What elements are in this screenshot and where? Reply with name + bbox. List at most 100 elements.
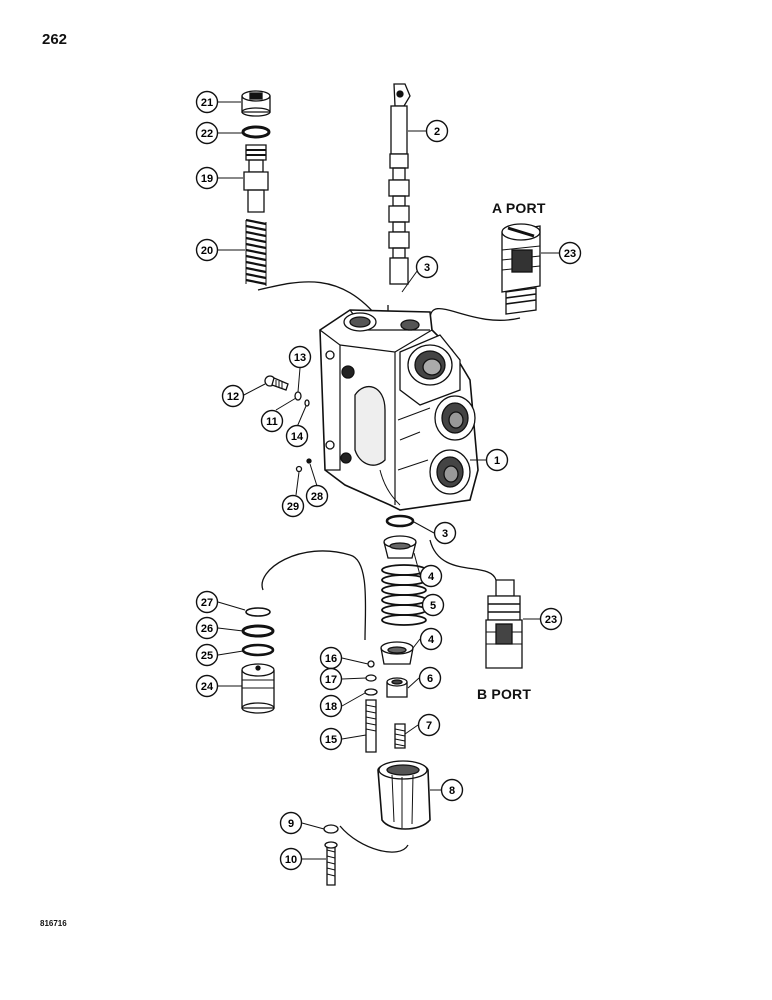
callout-circle bbox=[285, 424, 309, 448]
callout-circle bbox=[421, 593, 445, 617]
callout-17: 17 bbox=[319, 667, 343, 691]
callout-number: 12 bbox=[227, 391, 239, 403]
b-port-relief-valve bbox=[485, 579, 523, 669]
callout-number: 14 bbox=[291, 431, 304, 443]
ball-part bbox=[295, 465, 303, 473]
callout-19: 19 bbox=[195, 166, 219, 190]
callout-circle bbox=[433, 521, 457, 545]
callout-number: 4 bbox=[428, 571, 435, 583]
callout-circle bbox=[279, 811, 303, 835]
o-ring-small-part bbox=[367, 660, 375, 668]
callout-group: 2122192023231312111412928342352726252441… bbox=[195, 90, 582, 871]
callout-circle bbox=[221, 384, 245, 408]
callout-circle bbox=[195, 590, 219, 614]
relief-plug-part bbox=[241, 90, 271, 117]
callout-27: 27 bbox=[195, 590, 219, 614]
callout-circle bbox=[319, 694, 343, 718]
detent-parts bbox=[264, 375, 310, 407]
callout-number: 29 bbox=[287, 501, 299, 513]
callout-number: 23 bbox=[564, 248, 576, 260]
callout-2: 2 bbox=[425, 119, 449, 143]
leader-curve bbox=[339, 825, 409, 853]
callout-5: 5 bbox=[421, 593, 445, 617]
screw-part bbox=[394, 723, 406, 749]
o-ring-part bbox=[385, 514, 415, 528]
ball-part bbox=[306, 458, 312, 464]
callout-25: 25 bbox=[195, 643, 219, 667]
callout-circle bbox=[558, 241, 582, 265]
callout-12: 12 bbox=[221, 384, 245, 408]
callout-circle bbox=[195, 238, 219, 262]
spring-seat-part bbox=[383, 535, 417, 559]
callout-number: 22 bbox=[201, 128, 213, 140]
callout-28: 28 bbox=[305, 484, 329, 508]
o-ring-part bbox=[245, 607, 271, 617]
callout-number: 5 bbox=[430, 600, 436, 612]
a-port-relief-valve bbox=[501, 223, 541, 315]
callout-circle bbox=[485, 448, 509, 472]
callout-7: 7 bbox=[417, 713, 441, 737]
b-port-label: B PORT bbox=[477, 686, 532, 702]
callout-13: 13 bbox=[288, 345, 312, 369]
callout-8: 8 bbox=[440, 778, 464, 802]
a-port-label: A PORT bbox=[492, 200, 546, 216]
callout-number: 28 bbox=[311, 491, 323, 503]
leader-curve bbox=[429, 539, 497, 581]
callout-circle bbox=[419, 564, 443, 588]
callout-circle bbox=[305, 484, 329, 508]
callout-circle bbox=[440, 778, 464, 802]
spacer-part bbox=[386, 677, 408, 698]
callout-circle bbox=[415, 255, 439, 279]
callout-29: 29 bbox=[281, 494, 305, 518]
callout-circle bbox=[425, 119, 449, 143]
callout-6: 6 bbox=[418, 666, 442, 690]
callout-3: 3 bbox=[415, 255, 439, 279]
callout-number: 2 bbox=[434, 126, 440, 138]
leader-curve bbox=[261, 550, 367, 641]
spring-part bbox=[245, 218, 267, 286]
callout-16: 16 bbox=[319, 646, 343, 670]
callout-circle bbox=[539, 607, 563, 631]
callout-circle bbox=[319, 667, 343, 691]
callout-number: 16 bbox=[325, 653, 337, 665]
cap-part bbox=[377, 760, 431, 830]
leader-lines bbox=[217, 101, 559, 860]
poppet-part bbox=[243, 144, 269, 213]
callout-circle bbox=[195, 674, 219, 698]
callout-number: 6 bbox=[427, 673, 433, 685]
callout-number: 3 bbox=[442, 528, 448, 540]
callout-number: 7 bbox=[426, 720, 432, 732]
callout-circle bbox=[279, 847, 303, 871]
spool-part bbox=[388, 83, 411, 285]
callout-number: 13 bbox=[294, 352, 306, 364]
callout-number: 1 bbox=[494, 455, 500, 467]
callout-number: 11 bbox=[266, 416, 278, 428]
callout-number: 20 bbox=[201, 245, 213, 257]
callout-10: 10 bbox=[279, 847, 303, 871]
spring-seat-part bbox=[380, 641, 414, 665]
washer-part bbox=[365, 674, 377, 682]
callout-circle bbox=[419, 627, 443, 651]
callout-23: 23 bbox=[539, 607, 563, 631]
callout-15: 15 bbox=[319, 727, 343, 751]
callout-number: 26 bbox=[201, 623, 213, 635]
callout-1: 1 bbox=[485, 448, 509, 472]
callout-4: 4 bbox=[419, 564, 443, 588]
valve-body bbox=[319, 309, 479, 511]
callout-number: 25 bbox=[201, 650, 213, 662]
callout-circle bbox=[195, 166, 219, 190]
page-number: 262 bbox=[42, 31, 68, 48]
o-ring-part bbox=[241, 643, 275, 657]
callout-number: 17 bbox=[325, 674, 337, 686]
callout-number: 9 bbox=[288, 818, 294, 830]
washer-and-bolt-part bbox=[323, 824, 339, 886]
callout-number: 3 bbox=[424, 262, 430, 274]
callout-23: 23 bbox=[558, 241, 582, 265]
callout-22: 22 bbox=[195, 121, 219, 145]
callout-circle bbox=[319, 727, 343, 751]
callout-9: 9 bbox=[279, 811, 303, 835]
o-ring-part bbox=[241, 125, 271, 139]
bolt-part bbox=[365, 699, 377, 753]
callout-circle bbox=[195, 121, 219, 145]
